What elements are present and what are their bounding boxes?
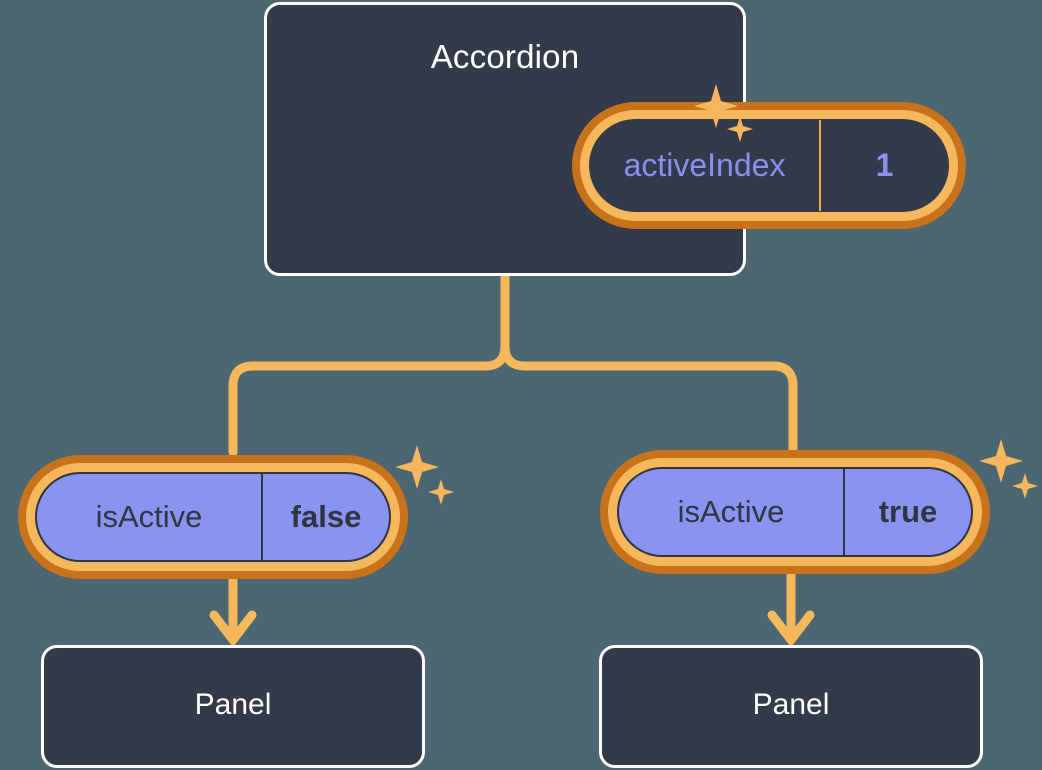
state-pill-active-index[interactable]: activeIndex 1	[572, 102, 966, 229]
prop-pill-key-right: isActive	[619, 469, 845, 555]
state-pill-value: 1	[875, 147, 894, 183]
state-pill-ring: activeIndex 1	[580, 110, 958, 221]
prop-pill-value-left: false	[290, 499, 362, 534]
component-card-panel-left[interactable]: Panel	[41, 645, 425, 768]
state-pill-body: activeIndex 1	[589, 119, 949, 212]
state-pill-key: activeIndex	[590, 120, 821, 211]
prop-pill-key-left: isActive	[37, 474, 263, 560]
component-title-panel-left: Panel	[194, 688, 272, 721]
prop-pill-body-right: isActive true	[617, 467, 973, 557]
component-card-panel-right[interactable]: Panel	[599, 645, 983, 768]
component-title-panel-right: Panel	[752, 688, 830, 721]
prop-pill-is-active-false[interactable]: isActive false	[18, 455, 408, 579]
prop-pill-body-left: isActive false	[35, 472, 391, 562]
arrow-down-icon-left-head	[209, 610, 257, 648]
arrow-down-icon-right-head	[767, 610, 815, 648]
connector-tree-right	[500, 271, 798, 457]
prop-pill-is-active-true[interactable]: isActive true	[600, 450, 990, 574]
connector-tree	[228, 271, 510, 457]
prop-pill-ring-right: isActive true	[608, 458, 982, 566]
component-card-accordion[interactable]: Accordion activeIndex 1	[264, 2, 966, 276]
prop-pill-value-right: true	[878, 494, 938, 529]
prop-pill-ring-left: isActive false	[26, 463, 400, 571]
component-title-accordion: Accordion	[430, 38, 580, 75]
